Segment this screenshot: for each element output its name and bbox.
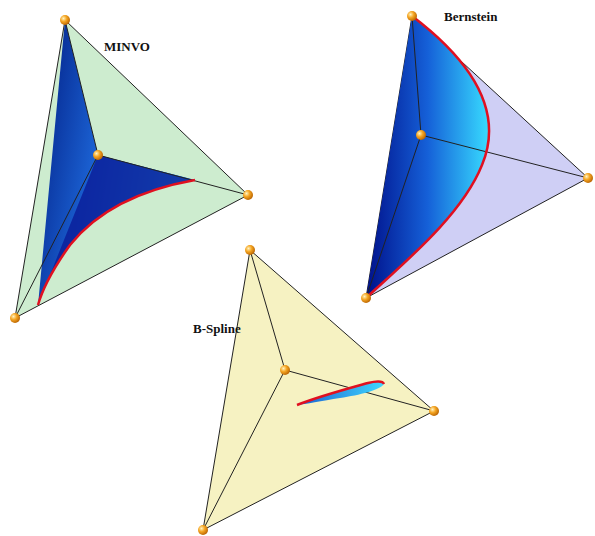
convex-hull-surface <box>297 381 384 405</box>
figure-title: MINVO <box>104 40 150 53</box>
figure-title: B-Spline <box>193 322 241 335</box>
bernstein-tetrahedron <box>361 11 593 303</box>
surface-shade <box>38 155 195 305</box>
tetra-face <box>366 16 588 298</box>
curve <box>366 16 489 298</box>
convex-hull-surface <box>366 16 489 298</box>
figure-title: Bernstein <box>444 10 497 23</box>
curve <box>297 382 384 405</box>
convex-hull-surface <box>38 20 195 305</box>
minvo-tetrahedron <box>10 15 253 323</box>
curve <box>38 180 195 305</box>
bspline-tetrahedron <box>198 245 439 535</box>
tetra-face <box>203 250 434 530</box>
tetra-face <box>15 20 248 318</box>
